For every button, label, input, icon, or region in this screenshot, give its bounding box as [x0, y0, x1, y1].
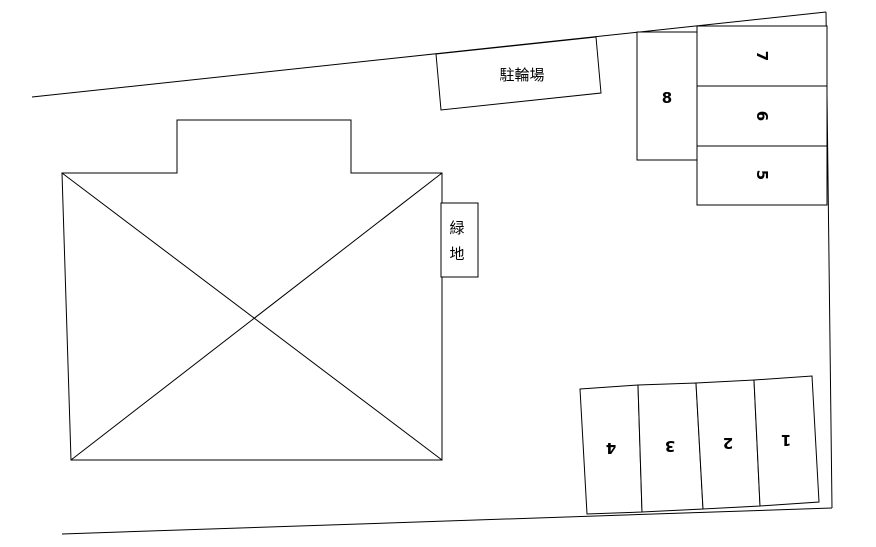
green-space-label-2: 地 [449, 245, 464, 263]
parking-space-5-box [696, 145, 828, 206]
boundary-top-line [31, 11, 827, 98]
parking-space-1-box [753, 375, 820, 507]
parking-space-2-number: 2 [723, 434, 733, 452]
green-space-area [440, 202, 479, 278]
building-outline [61, 119, 443, 461]
parking-spaces-right: 7 6 5 [696, 25, 828, 206]
parking-space-4-number: 4 [606, 439, 616, 457]
bicycle-parking: 駐輪場 [435, 36, 602, 111]
parking-space-7-box [696, 25, 828, 87]
building-cross-line-2 [70, 172, 443, 461]
boundary-bottom-line [61, 507, 833, 535]
parking-space-6-number: 6 [753, 111, 771, 121]
parking-space-3-number: 3 [665, 437, 675, 455]
parking-space-1-number: 1 [781, 431, 791, 449]
parking-spaces-bottom: 4 3 2 1 [579, 375, 820, 515]
parking-space-8-number: 8 [662, 89, 672, 107]
green-space: 緑 地 [440, 202, 479, 278]
building [61, 119, 443, 461]
green-space-label-1: 緑 [449, 219, 464, 237]
parking-space-7-number: 7 [753, 51, 771, 61]
parking-space-6-box [696, 85, 828, 147]
bicycle-parking-label: 駐輪場 [499, 66, 544, 84]
building-cross-line-1 [61, 172, 443, 461]
bicycle-parking-area [435, 36, 602, 111]
parking-space-8: 8 [636, 31, 698, 161]
parking-space-5-number: 5 [753, 170, 771, 180]
